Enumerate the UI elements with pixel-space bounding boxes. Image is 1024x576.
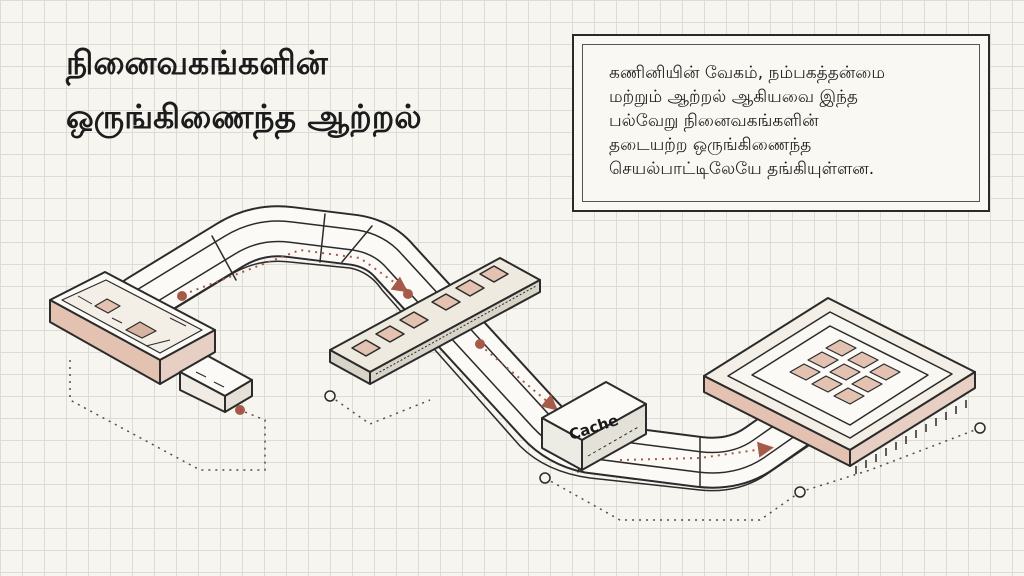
guide-lines bbox=[69, 360, 981, 521]
description-line-4: தடையற்ற ஒருங்கிணைந்த bbox=[609, 135, 812, 155]
cache-block-icon: Cache bbox=[541, 381, 647, 471]
description-box-inner: கணினியின் வேகம், நம்பகத்தன்மை மற்றும் ஆற… bbox=[582, 44, 980, 202]
description-line-1: கணினியின் வேகம், நம்பகத்தன்மை bbox=[609, 63, 886, 83]
description-line-3: பல்வேறு நினைவகங்களின் bbox=[609, 111, 819, 131]
page-title: நினைவகங்களின் ஒருங்கிணைந்த ஆற்றல் bbox=[66, 36, 422, 144]
description-line-2: மற்றும் ஆற்றல் ஆகியவை இந்த bbox=[609, 87, 858, 107]
flow-nodes bbox=[177, 289, 485, 415]
description-box: கணினியின் வேகம், நம்பகத்தன்மை மற்றும் ஆற… bbox=[572, 34, 990, 212]
cpu-chip-icon bbox=[703, 297, 976, 474]
description-line-5: செயல்பாட்டிலேயே தங்கியுள்ளன. bbox=[609, 159, 875, 179]
data-track bbox=[114, 205, 826, 492]
guide-nodes bbox=[324, 390, 986, 498]
usb-drive-icon bbox=[49, 271, 253, 413]
ram-module-icon bbox=[329, 257, 541, 385]
title-line-1: நினைவகங்களின் bbox=[66, 43, 328, 82]
title-line-2: ஒருங்கிணைந்த ஆற்றல் bbox=[66, 97, 422, 136]
flow-arrows bbox=[189, 248, 774, 461]
